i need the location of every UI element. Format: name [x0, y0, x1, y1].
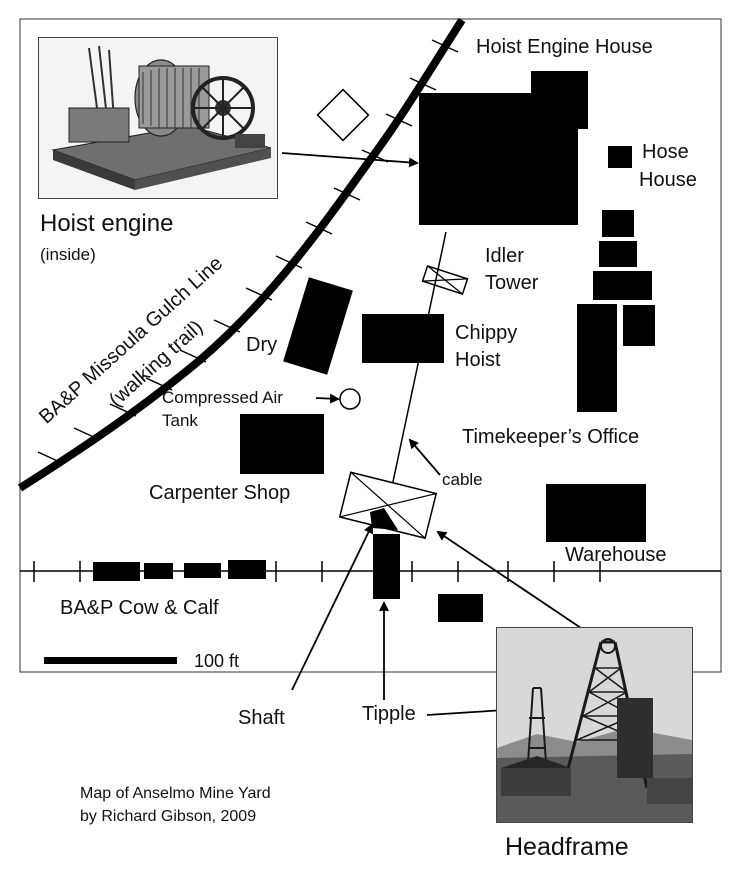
label-hoist-engine: Hoist engine [40, 210, 174, 237]
label-tipple: Tipple [362, 703, 416, 725]
hoist-engine-photo [38, 37, 278, 199]
label-carpenter-shop: Carpenter Shop [149, 482, 291, 504]
railroad-ties-missoula [37, 39, 459, 465]
headframe-arrow [436, 530, 582, 629]
diamond-outline-building [316, 88, 370, 142]
label-compressed-air-line2: Tank [162, 411, 198, 430]
compressed-air-tank [339, 388, 361, 410]
cow-calf-railcars [93, 560, 266, 581]
label-shaft: Shaft [238, 707, 285, 729]
hoist-cable [386, 231, 447, 511]
scale-bar [44, 657, 177, 664]
cable-arrow [408, 438, 441, 476]
label-hose-house-line2: House [639, 169, 697, 191]
label-hose-house-line1: Hose [642, 141, 689, 163]
chippy-hoist-building [362, 314, 444, 363]
label-idler-line1: Idler [485, 245, 524, 267]
label-cable: cable [442, 470, 483, 489]
hoist-engine-icon [39, 38, 277, 198]
label-headframe: Headframe [505, 833, 629, 861]
label-cow-calf: BA&P Cow & Calf [60, 597, 219, 619]
caption-line1: Map of Anselmo Mine Yard [80, 785, 271, 802]
timekeeper-office-buildings [577, 210, 655, 412]
railroad-ties-cow-calf [33, 561, 601, 582]
headframe-icon [497, 628, 692, 822]
label-dry: Dry [246, 334, 278, 356]
label-scale: 100 ft [194, 651, 240, 671]
label-chippy-line2: Hoist [455, 349, 501, 371]
warehouse-building [546, 484, 646, 542]
caption-line2: by Richard Gibson, 2009 [80, 808, 257, 825]
small-building-south [438, 594, 483, 622]
missoula-gulch-line [17, 17, 466, 492]
label-chippy-line1: Chippy [455, 322, 518, 344]
tipple-building [373, 534, 400, 599]
label-compressed-air-line1: Compressed Air [162, 388, 283, 407]
label-idler-line2: Tower [485, 272, 539, 294]
headframe-photo [496, 627, 693, 823]
shaft-marker [370, 508, 398, 530]
carpenter-shop-building [240, 414, 324, 474]
compressed-air-arrow [315, 393, 340, 404]
label-inside: (inside) [40, 245, 96, 264]
label-timekeeper-office: Timekeeper’s Office [462, 426, 640, 448]
hoist-engine-house [419, 93, 578, 225]
label-hoist-engine-house: Hoist Engine House [476, 36, 653, 58]
hoist-engine-arrow [281, 152, 419, 168]
map-border [19, 18, 722, 673]
label-warehouse: Warehouse [565, 544, 667, 566]
shaft-arrow [291, 523, 374, 691]
hose-house [608, 146, 632, 168]
idler-tower [421, 264, 469, 296]
dry-building [283, 277, 353, 375]
